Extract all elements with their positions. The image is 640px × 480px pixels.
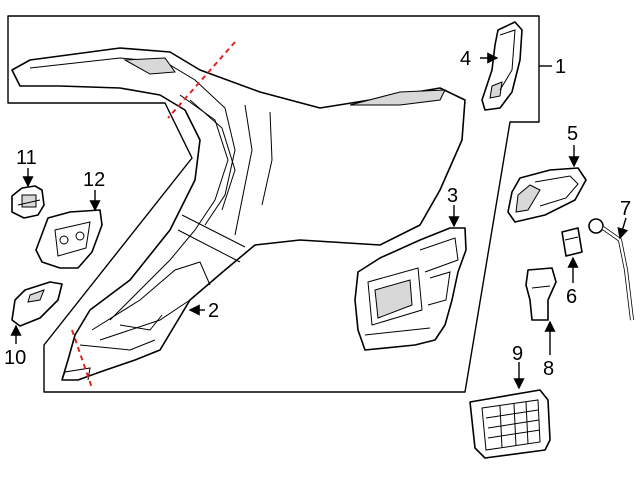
reinforcement-bracket xyxy=(35,209,103,269)
mounting-bracket xyxy=(525,267,557,321)
callout-2: 2 xyxy=(208,300,219,322)
cut-line-upper xyxy=(167,41,236,119)
callout-10: 10 xyxy=(4,347,26,369)
release-cable xyxy=(588,218,634,321)
pressure-vent xyxy=(469,389,551,459)
assembly-frame xyxy=(7,15,540,393)
callout-1: 1 xyxy=(555,56,566,78)
callout-11: 11 xyxy=(16,147,37,169)
fuel-door-housing xyxy=(507,167,587,223)
callout-9: 9 xyxy=(512,343,523,365)
callout-3: 3 xyxy=(447,185,458,207)
callout-8: 8 xyxy=(543,358,554,380)
corner-bracket xyxy=(481,21,523,111)
callout-7: 7 xyxy=(620,198,631,220)
callout-5: 5 xyxy=(567,123,578,145)
callout-12: 12 xyxy=(83,169,105,191)
grommet-clip xyxy=(11,185,45,219)
callout-6: 6 xyxy=(566,286,577,308)
cut-line-lower xyxy=(71,329,93,389)
quarter-panel xyxy=(11,47,466,381)
retainer-clip xyxy=(561,227,583,257)
callout-4: 4 xyxy=(460,48,471,70)
leader-7 xyxy=(617,217,629,240)
inner-wheelhouse-panel xyxy=(354,227,467,351)
small-cover xyxy=(11,281,63,327)
